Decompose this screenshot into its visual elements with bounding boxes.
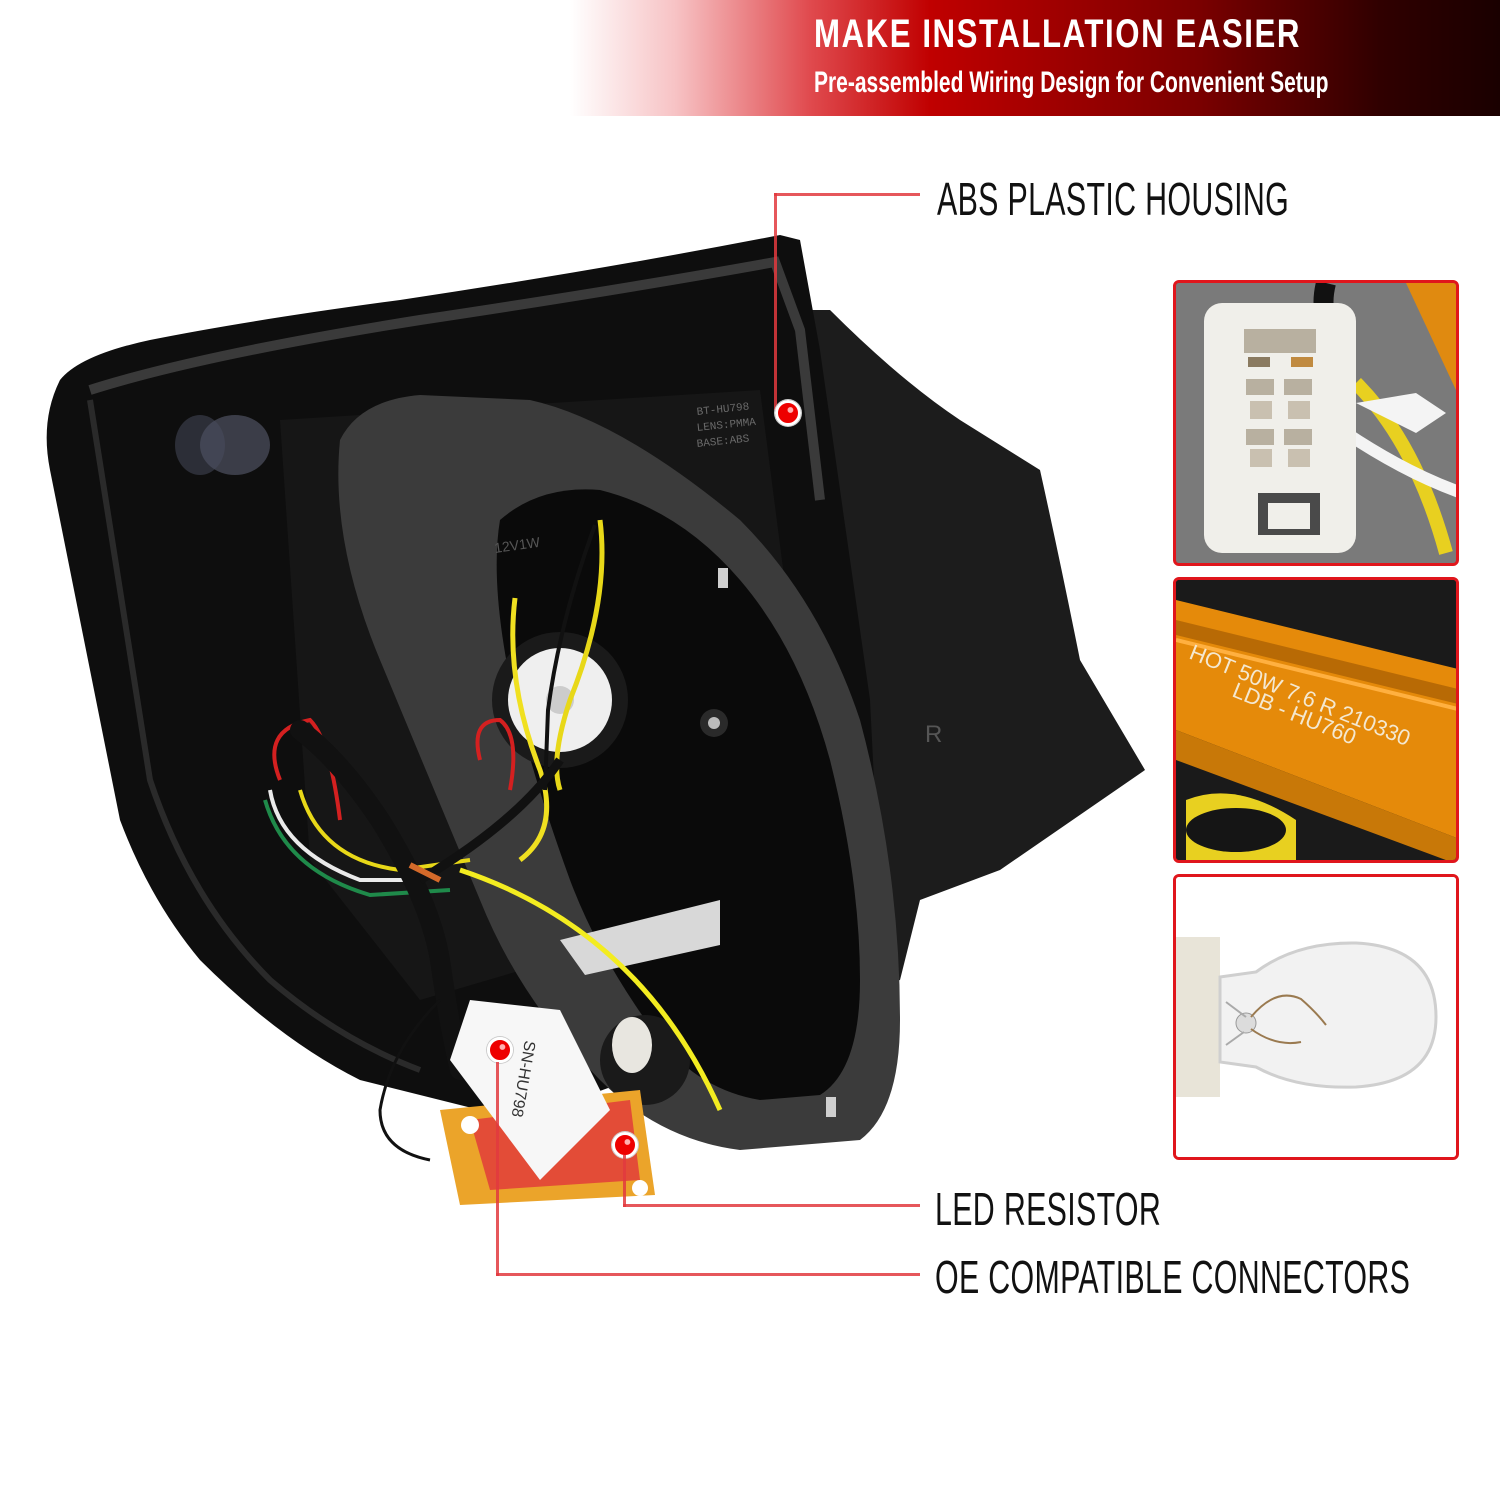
thumbnail-resistor: HOT 50W 7.6 R 210330 LDB - HU760 <box>1173 577 1459 863</box>
banner-title: MAKE INSTALLATION EASIER <box>814 12 1301 56</box>
svg-text:BT-HU798: BT-HU798 <box>696 402 750 419</box>
callout-line-connectors-h <box>496 1273 920 1276</box>
callout-label-resistor: LED RESISTOR <box>935 1183 1162 1235</box>
callout-line-housing-h <box>774 193 920 196</box>
thumbnail-bulb <box>1173 874 1459 1160</box>
callout-label-connectors: OE COMPATIBLE CONNECTORS <box>935 1251 1411 1303</box>
callout-line-resistor-h <box>623 1204 920 1207</box>
callout-line-housing-v <box>774 193 777 410</box>
header-banner: MAKE INSTALLATION EASIER Pre-assembled W… <box>0 0 1500 116</box>
banner-subtitle: Pre-assembled Wiring Design for Convenie… <box>814 66 1329 99</box>
svg-text:R: R <box>925 721 942 748</box>
svg-text:BASE:ABS: BASE:ABS <box>696 433 750 450</box>
callout-label-housing: ABS PLASTIC HOUSING <box>937 173 1290 225</box>
thumbnail-connector <box>1173 280 1459 566</box>
callout-line-connectors-v <box>496 1062 499 1276</box>
callout-line-resistor-v <box>623 1155 626 1207</box>
callout-dot-connectors <box>487 1037 513 1063</box>
callout-dot-housing <box>775 400 801 426</box>
svg-text:12V1W: 12V1W <box>493 534 541 556</box>
